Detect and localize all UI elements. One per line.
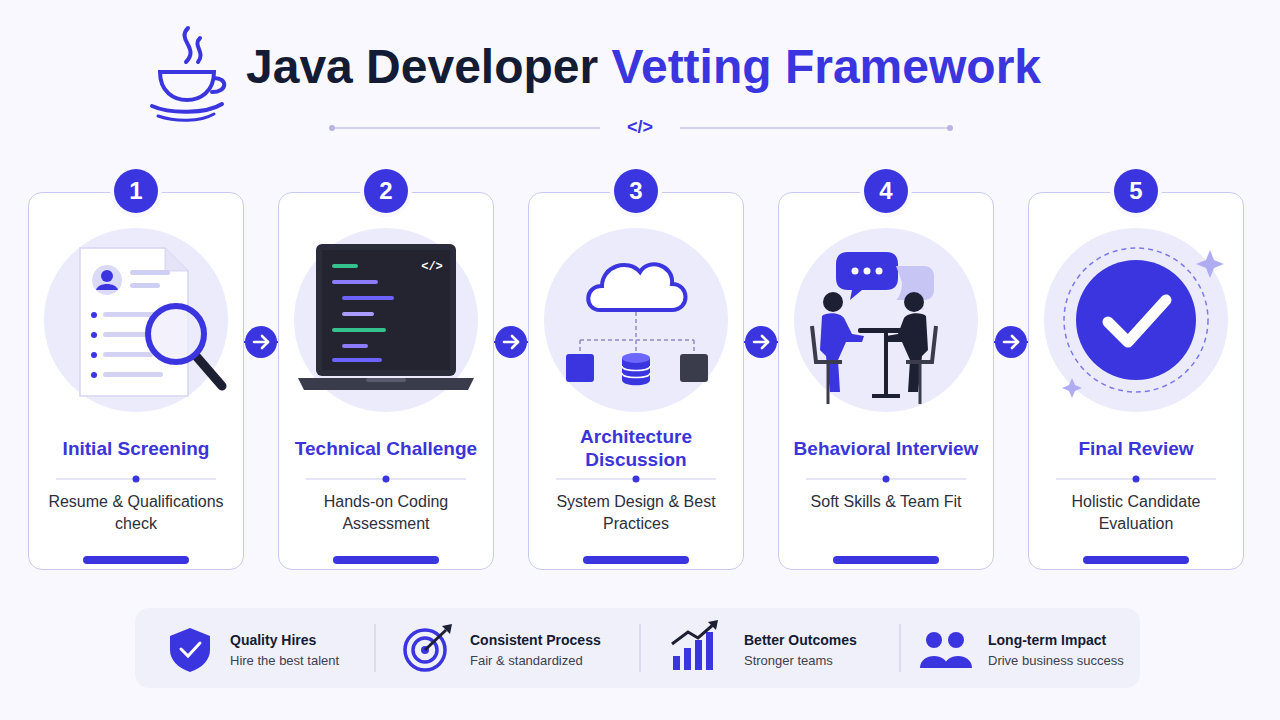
arrow-head bbox=[262, 336, 268, 348]
arrow-head bbox=[1012, 336, 1018, 348]
step-card: 5Final ReviewHolistic Candidate Evaluati… bbox=[1028, 192, 1244, 570]
step-number: 1 bbox=[114, 169, 158, 213]
step-heading: Architecture Discussion bbox=[537, 423, 735, 475]
benefit-text: Drive business success bbox=[988, 653, 1124, 669]
step-card: 3Architecture DiscussionSystem Design & … bbox=[528, 192, 744, 570]
step-card: 2Technical ChallengeHands-on Coding Asse… bbox=[278, 192, 494, 570]
benefit-title: Long-term Impact bbox=[988, 632, 1106, 649]
code-symbol: </> bbox=[619, 117, 661, 139]
flow-arrow bbox=[994, 326, 1028, 358]
step-heading: Final Review bbox=[1037, 423, 1235, 475]
step-heading: Behavioral Interview bbox=[787, 423, 985, 475]
step-number: 4 bbox=[864, 169, 908, 213]
benefit-text: Hire the best talent bbox=[230, 653, 339, 669]
code-symbol: </> bbox=[421, 260, 443, 274]
flow-arrow bbox=[244, 326, 278, 358]
flow-arrow bbox=[494, 326, 528, 358]
laptop-icon bbox=[298, 244, 474, 390]
step-card: 1Initial ScreeningResume & Qualification… bbox=[28, 192, 244, 570]
step-description: Holistic Candidate Evaluation bbox=[1039, 491, 1233, 536]
architecture-icon bbox=[566, 264, 708, 385]
arrow-badge bbox=[745, 326, 777, 358]
check-icon bbox=[1062, 248, 1224, 398]
step-description: System Design & Best Practices bbox=[539, 491, 733, 536]
step-description: Hands-on Coding Assessment bbox=[289, 491, 483, 536]
benefit-text: Fair & standardized bbox=[470, 653, 583, 669]
flow-arrow bbox=[744, 326, 778, 358]
step-card: 4Behavioral InterviewSoft Skills & Team … bbox=[778, 192, 994, 570]
resume-icon bbox=[80, 248, 222, 396]
benefits-band bbox=[135, 608, 1140, 688]
step-number: 2 bbox=[364, 169, 408, 213]
title: Java Developer Vetting Framework bbox=[246, 38, 1041, 96]
java-logo bbox=[152, 28, 224, 120]
benefit-text: Stronger teams bbox=[744, 653, 833, 669]
benefit-title: Quality Hires bbox=[230, 632, 316, 649]
step-heading: Initial Screening bbox=[37, 423, 235, 475]
step-number: 5 bbox=[1114, 169, 1158, 213]
benefit-title: Better Outcomes bbox=[744, 632, 857, 649]
step-description: Resume & Qualifications check bbox=[39, 491, 233, 536]
arrow-badge bbox=[995, 326, 1027, 358]
interview-icon bbox=[812, 252, 936, 404]
arrow-badge bbox=[245, 326, 277, 358]
step-description: Soft Skills & Team Fit bbox=[789, 491, 983, 513]
arrow-head bbox=[762, 336, 768, 348]
arrow-head bbox=[512, 336, 518, 348]
step-number: 3 bbox=[614, 169, 658, 213]
arrow-badge bbox=[495, 326, 527, 358]
step-heading: Technical Challenge bbox=[287, 423, 485, 475]
benefit-title: Consistent Process bbox=[470, 632, 601, 649]
